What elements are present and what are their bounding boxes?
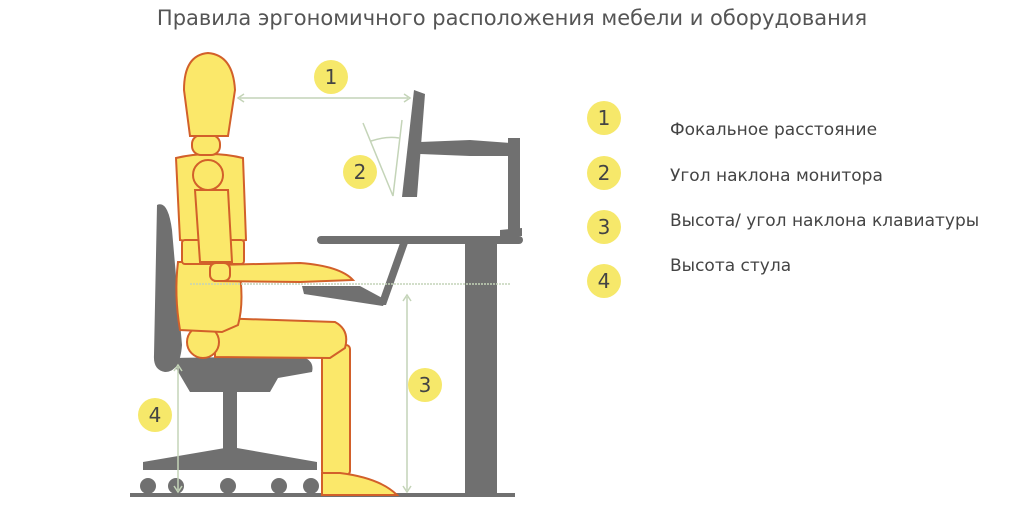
monitor <box>402 90 522 236</box>
page-title: Правила эргономичного расположения мебел… <box>156 6 868 30</box>
svg-text:1: 1 <box>325 65 338 89</box>
mannequin <box>174 51 400 496</box>
desk <box>302 236 523 493</box>
guide-lines <box>173 93 510 494</box>
marker-3: 3 <box>408 368 442 402</box>
legend-badge-4: 4 <box>587 264 621 298</box>
svg-text:3: 3 <box>419 373 432 397</box>
svg-text:4: 4 <box>598 269 611 293</box>
marker-1: 1 <box>314 60 348 94</box>
svg-text:1: 1 <box>598 106 611 130</box>
legend-badge-3: 3 <box>587 210 621 244</box>
legend-label-2: Угол наклона монитора <box>670 166 883 186</box>
svg-text:3: 3 <box>598 215 611 239</box>
svg-text:2: 2 <box>598 161 611 185</box>
legend-label-1: Фокальное расстояние <box>670 120 878 140</box>
legend-label-4: Высота стула <box>670 256 792 276</box>
legend-badge-2: 2 <box>587 156 621 190</box>
marker-2: 2 <box>343 155 377 189</box>
chair <box>140 204 319 494</box>
legend-label-3: Высота/ угол наклона клавиатуры <box>670 211 980 231</box>
marker-4: 4 <box>138 398 172 432</box>
svg-text:2: 2 <box>354 160 367 184</box>
svg-text:4: 4 <box>149 403 162 427</box>
legend-badge-1: 1 <box>587 101 621 135</box>
